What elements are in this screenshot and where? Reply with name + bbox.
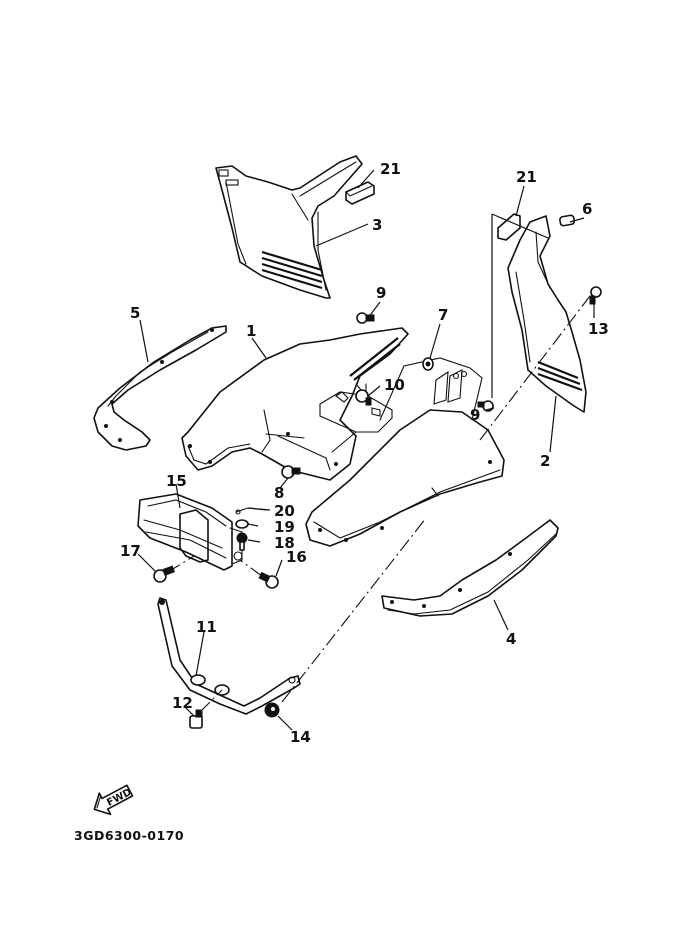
part-21-damper-right[interactable] [497, 213, 521, 241]
part-2-right-side-cover[interactable] [507, 215, 587, 413]
part-5-left-trim-strip[interactable] [93, 325, 227, 451]
part-14-nut[interactable] [264, 702, 280, 718]
part-7-grommet[interactable] [422, 357, 434, 371]
callout-19[interactable]: 19 [274, 518, 295, 536]
part-3-left-side-cover[interactable] [215, 155, 363, 299]
part-12-bolt[interactable] [189, 709, 203, 729]
callout-1[interactable]: 1 [246, 322, 256, 340]
part-19-washer[interactable] [235, 519, 249, 529]
callout-6[interactable]: 6 [582, 200, 592, 218]
drawing-code: 3GD6300-0170 [74, 828, 184, 843]
part-9-bolt-upper[interactable] [356, 312, 375, 324]
assembly-line-16 [239, 559, 263, 577]
callout-21-right[interactable]: 21 [516, 168, 537, 186]
callout-21-left[interactable]: 21 [380, 160, 401, 178]
callout-4[interactable]: 4 [506, 630, 516, 648]
part-16-bolt[interactable] [258, 571, 279, 589]
part-8-bolt[interactable] [281, 465, 301, 479]
callout-5[interactable]: 5 [130, 304, 140, 322]
callout-9-upper[interactable]: 9 [376, 284, 386, 302]
part-18-damper[interactable] [236, 532, 248, 551]
callout-9-lower[interactable]: 9 [470, 406, 480, 424]
forward-direction-indicator: FWD [93, 784, 134, 816]
callout-2[interactable]: 2 [540, 452, 550, 470]
part-13-bolt[interactable] [589, 286, 602, 305]
callout-17[interactable]: 17 [120, 542, 141, 560]
callout-16[interactable]: 16 [286, 548, 307, 566]
part-21-damper-left[interactable] [345, 181, 375, 205]
part-6-collar[interactable] [559, 214, 576, 227]
part-17-bolt[interactable] [153, 565, 175, 583]
callout-7[interactable]: 7 [438, 306, 448, 324]
leader-lines [137, 169, 595, 731]
assembly-line-12 [199, 689, 223, 713]
part-4-right-trim-strip[interactable] [381, 519, 559, 617]
part-10-cap[interactable] [355, 389, 372, 406]
assembly-line-2-to-fender [479, 295, 591, 441]
callout-14[interactable]: 14 [290, 728, 311, 746]
assembly-line-11-to-fender [281, 517, 427, 703]
part-1-front-fender[interactable] [181, 327, 409, 481]
part-11-stay-bar[interactable] [157, 597, 301, 715]
assembly-line-17 [167, 555, 195, 573]
part-1-front-fender-right-half[interactable] [305, 357, 505, 547]
callout-12[interactable]: 12 [172, 694, 193, 712]
callouts: 21 3 21 6 9 13 5 1 7 10 9 2 8 15 20 19 1… [120, 160, 609, 746]
fwd-arrow-icon [93, 784, 134, 816]
callout-15[interactable]: 15 [166, 472, 187, 490]
callout-8[interactable]: 8 [274, 484, 284, 502]
callout-10[interactable]: 10 [384, 376, 405, 394]
callout-11[interactable]: 11 [196, 618, 217, 636]
callout-20[interactable]: 20 [274, 502, 295, 520]
callout-13[interactable]: 13 [588, 320, 609, 338]
callout-3[interactable]: 3 [372, 216, 382, 234]
assembly-line-21-diag [491, 213, 549, 239]
callout-18[interactable]: 18 [274, 534, 295, 552]
part-15-front-carrier[interactable] [137, 493, 243, 571]
